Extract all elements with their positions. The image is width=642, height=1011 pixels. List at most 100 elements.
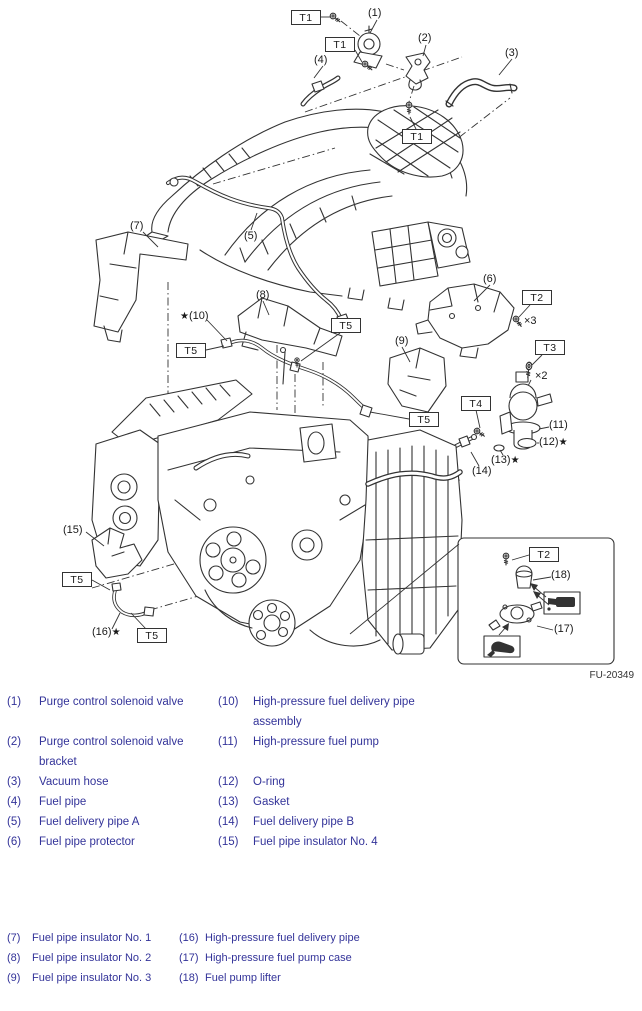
multiplier-0: ×3: [524, 315, 537, 327]
fuel-pipe-insulator-1: [93, 231, 189, 343]
callout-10: ★(10): [180, 310, 209, 323]
legend-item-number: (2): [7, 736, 22, 748]
callout-14: (14): [472, 465, 492, 477]
callout-3: (3): [505, 47, 519, 59]
legend-item-number: (11): [218, 736, 238, 748]
legend-row: (8) Fuel pipe insulator No. 2 (17) High-pre…: [0, 948, 642, 968]
t-label-t2-3: T2: [522, 290, 552, 305]
t-label-t1-1: T1: [325, 37, 355, 52]
legend-item-name: Vacuum hose: [39, 776, 109, 788]
engine-line-art: [85, 11, 615, 665]
fuel-pipe-insulator-3: [387, 347, 447, 413]
legend-item-number: (9): [7, 972, 21, 984]
legend-item-name: Fuel pipe protector: [39, 836, 135, 848]
fuel-pipe-insulator-4: [91, 527, 143, 579]
legend-item-number: (12): [218, 776, 239, 788]
star-icon: ★: [510, 455, 520, 466]
legend-item-number: (7): [7, 932, 21, 944]
grease-arrows: [498, 583, 550, 636]
figure-code: FU-20349: [589, 670, 634, 681]
legend-row: (4) Fuel pipe (13) Gasket: [0, 792, 642, 812]
t-label-t5-7: T5: [176, 343, 206, 358]
callout-13: (13)★: [491, 454, 520, 467]
legend-row: (7) Fuel pipe insulator No. 1 (16) High-pre…: [0, 928, 642, 948]
legend-item-name: Fuel pipe insulator No. 1: [32, 932, 152, 944]
legend-item-number: (4): [7, 796, 22, 808]
legend-item-name: High-pressure fuel delivery pipe assembl…: [253, 696, 415, 728]
callout-2: (2): [418, 32, 432, 44]
fuel-pipe-insulator-2: [237, 297, 343, 357]
legend-item-name: Fuel delivery pipe B: [253, 816, 354, 828]
legend-row: (5)Fuel delivery pipe A(14)Fuel delivery…: [0, 812, 642, 832]
legend-item-number: (10): [218, 696, 239, 708]
legend-item-name: High-pressure fuel delivery pipe: [205, 932, 360, 944]
callout-4: (4): [314, 54, 328, 66]
t-label-t1-2: T1: [402, 129, 432, 144]
legend-item-name: Gasket: [253, 796, 290, 808]
legend-item-name: Purge control solenoid valve: [39, 696, 184, 708]
star-icon: ★: [180, 311, 189, 322]
t-label-t5-9: T5: [62, 572, 92, 587]
callout-1: (1): [368, 7, 382, 19]
grease-icon-b: [483, 635, 521, 658]
legend-item-number: (16): [179, 932, 199, 944]
legend-item-number: (3): [7, 776, 22, 788]
hp-fuel-pump-case: [488, 601, 543, 631]
multiplier-1: ×2: [535, 370, 548, 382]
inset-detail-box: [349, 537, 615, 665]
fuel-pipe-protector: [415, 283, 515, 359]
star-icon: ★: [558, 437, 568, 448]
grease-icon-a: [543, 591, 581, 615]
fuel-delivery-pipe-b: [454, 433, 478, 448]
hp-fuel-delivery-pipe-assembly: [220, 337, 373, 418]
legend-item-name: Fuel pipe insulator No. 4: [253, 836, 378, 848]
legend-item-name: Fuel pipe: [39, 796, 87, 808]
t-label-t5-8: T5: [409, 412, 439, 427]
t-label-t5-6: T5: [331, 318, 361, 333]
legend-block-2: (7) Fuel pipe insulator No. 1 (16) High-pre…: [0, 928, 642, 988]
callout-15: (15): [63, 524, 83, 536]
t-label-t2-11: T2: [529, 547, 559, 562]
callout-5: (5): [244, 230, 258, 242]
fuel-pump-lifter: [515, 565, 533, 589]
leader-lines: [85, 16, 554, 631]
solenoid-bracket: [405, 52, 431, 91]
t-label-t3-4: T3: [535, 340, 565, 355]
legend-block-1: (1) Purge control solenoid valve (10) High-…: [0, 692, 642, 852]
legend-item-number: (14): [218, 816, 239, 828]
star-icon: ★: [111, 627, 121, 638]
t-label-t1-0: T1: [291, 10, 321, 25]
callout-16: (16)★: [92, 626, 121, 639]
legend-row: (9)Fuel pipe insulator No. 3(18)Fuel pum…: [0, 968, 642, 988]
o-ring-part: [517, 437, 537, 449]
engine-block: [91, 346, 463, 655]
legend-item-name: O-ring: [253, 776, 285, 788]
callout-17: (17): [554, 623, 574, 635]
legend-item-number: (5): [7, 816, 22, 828]
callout-12: (12)★: [539, 436, 568, 449]
legend-item-name: High-pressure fuel pump: [253, 736, 379, 748]
t-label-t4-5: T4: [461, 396, 491, 411]
legend-item-name: Fuel pipe insulator No. 3: [32, 972, 152, 984]
legend-item-number: (15): [218, 836, 239, 848]
legend-item-number: (13): [218, 796, 239, 808]
legend-row: (6) Fuel pipe protector (15) Fuel pipe insu…: [0, 832, 642, 852]
legend-item-name: Fuel pipe insulator No. 2: [32, 952, 152, 964]
legend-row: (2) Purge control solenoid valve bracket (…: [0, 732, 642, 772]
callout-8: (8): [256, 289, 270, 301]
legend-item-number: (6): [7, 836, 22, 848]
callout-6: (6): [483, 273, 497, 285]
legend-row: (3) Vacuum hose (12) O-ring: [0, 772, 642, 792]
legend-item-number: (1): [7, 696, 22, 708]
legend-item-name: High-pressure fuel pump case: [205, 952, 352, 964]
purge-solenoid-valve: [353, 25, 383, 69]
hp-fuel-delivery-pipe: [111, 582, 155, 618]
legend-item-number: (17): [179, 952, 199, 964]
legend-item-name: Purge control solenoid valve bracket: [39, 736, 184, 768]
callout-9: (9): [395, 335, 409, 347]
legend-item-number: (8): [7, 952, 21, 964]
legend-row: (1) Purge control solenoid valve (10) High-…: [0, 692, 642, 732]
